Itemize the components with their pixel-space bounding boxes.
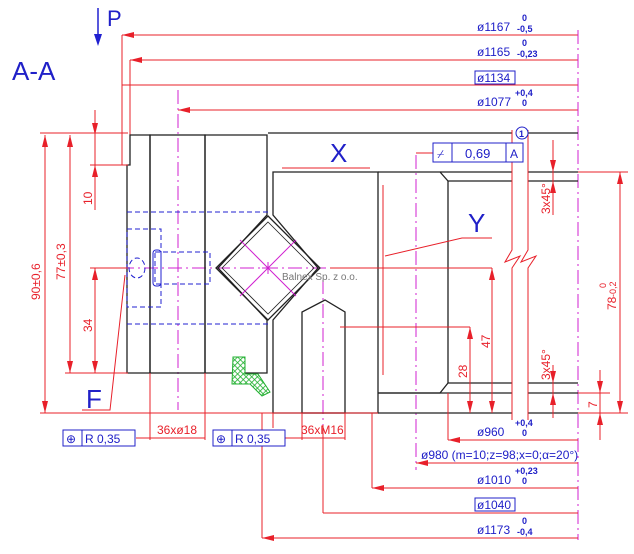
dim-10: 10 — [81, 191, 95, 205]
dim-90: 90±0,6 — [29, 263, 43, 300]
label-f: F — [86, 384, 102, 414]
position-value-1: R 0,35 — [85, 432, 121, 446]
hole-through-label: 36xø18 — [157, 423, 197, 437]
dim-d1010: ø1010 — [477, 473, 511, 487]
position-frame-2 — [212, 429, 286, 447]
dim-7: 7 — [586, 401, 600, 408]
basic-dim-box — [474, 70, 516, 85]
hole-thread-label: 36xM16 — [301, 423, 344, 437]
basic-dim-box — [474, 497, 516, 512]
chamfer-top: 3x45° — [539, 183, 553, 214]
runout-icon: ⌿ — [437, 147, 444, 161]
dim-d1134: ø1134 — [477, 71, 510, 85]
position-frame-1 — [62, 429, 136, 447]
dim-d1165: ø1165 — [477, 45, 510, 59]
dim-d1173-lower: -0,4 — [517, 527, 533, 537]
dim-d1077-lower: 0 — [522, 98, 527, 108]
runout-frame — [416, 142, 524, 163]
watermark: Balnex Sp. z o.o. — [282, 272, 358, 283]
dim-d1173-upper: 0 — [522, 516, 527, 526]
dim-d1165-upper: 0 — [522, 38, 527, 48]
runout-datum: A — [510, 147, 518, 161]
tooth-break — [503, 130, 538, 420]
dim-28: 28 — [456, 364, 470, 378]
dim-d1077: ø1077 — [477, 95, 511, 109]
dim-d1167-upper: 0 — [522, 13, 527, 23]
chamfer-bottom: 3x45° — [539, 349, 553, 380]
roller-cage — [215, 215, 321, 321]
dim-d1173: ø1173 — [477, 523, 510, 537]
left-dimensions — [40, 110, 378, 414]
dim-d980-gear: ø980 (m=10;z=98;x=0;α=20°) — [421, 448, 578, 462]
dim-d1010-lower: 0 — [522, 476, 527, 486]
dim-d1010-upper: +0,23 — [515, 466, 538, 476]
dim-d1040: ø1040 — [477, 498, 511, 512]
position-value-2: R 0,35 — [235, 432, 271, 446]
dim-78-lower: -0,2 — [608, 281, 618, 297]
label-y: Y — [468, 208, 485, 238]
dim-d960: ø960 — [477, 425, 505, 439]
dim-d960-lower: 0 — [522, 428, 527, 438]
bolt-hidden — [126, 211, 268, 325]
label-x: X — [330, 138, 347, 168]
dim-77: 77±0,3 — [54, 243, 68, 280]
section-title: A-A — [12, 56, 56, 86]
leader-f — [82, 274, 126, 411]
dim-d1165-lower: -0,23 — [517, 49, 538, 59]
inner-ring — [126, 134, 268, 374]
dim-34: 34 — [81, 318, 95, 332]
position-icon: ⊕ — [66, 432, 76, 446]
dim-d960-upper: +0,4 — [515, 418, 533, 428]
outer-ring — [272, 171, 578, 414]
section-marker: P — [107, 6, 122, 31]
top-dimensions — [121, 32, 578, 165]
dim-47: 47 — [479, 334, 493, 348]
dim-78: 78 — [605, 296, 619, 310]
dim-d1167: ø1167 — [477, 20, 510, 34]
dim-78-upper: 0 — [598, 283, 608, 288]
right-dimensions — [330, 140, 628, 440]
circled-note: 1 — [519, 129, 524, 139]
leader-y — [384, 237, 492, 257]
section-arrow-icon — [94, 8, 102, 46]
dim-d1077-upper: +0,4 — [515, 88, 533, 98]
runout-value: 0,69 — [465, 146, 490, 161]
position-icon: ⊕ — [216, 432, 226, 446]
seal — [231, 356, 271, 397]
dim-d1167-lower: -0,5 — [517, 24, 533, 34]
